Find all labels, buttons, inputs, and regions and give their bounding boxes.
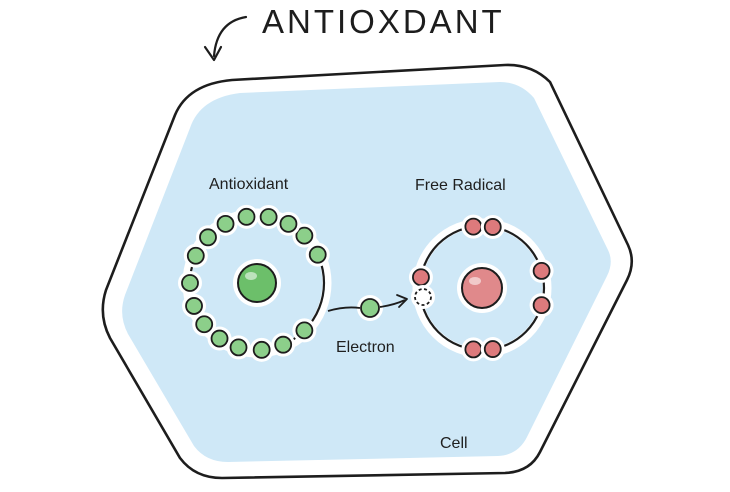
antioxidant-electron-7 [199, 228, 217, 247]
radical-electron-7 [412, 268, 430, 287]
antioxidant-electrons [178, 204, 330, 362]
title-arrow-icon [212, 15, 248, 58]
transfer-line-right [379, 299, 406, 308]
antioxidant-nucleus-shine [245, 272, 257, 280]
antioxidant-electron-11 [195, 315, 214, 334]
radical-electron-1 [464, 217, 483, 236]
antioxidant-nucleus [237, 263, 277, 303]
transfer-arrow-icon [396, 294, 408, 308]
antioxidant-electron-6 [216, 214, 235, 233]
radical-nucleus [461, 267, 503, 309]
antioxidant-electron-10 [185, 297, 203, 315]
antioxidant-label: Antioxidant [209, 176, 289, 193]
antioxidant-electron-13 [229, 338, 248, 357]
antioxidant-electron-1 [308, 245, 327, 264]
electron-label: Electron [336, 339, 395, 356]
electron-transfer [327, 294, 408, 321]
antioxidant-electron-3 [279, 214, 298, 233]
radical-electron-4 [483, 340, 502, 358]
transfer-line-left [327, 306, 361, 312]
radical-electrons [408, 214, 554, 362]
antioxidant-electron-9 [181, 274, 199, 292]
antioxidant-electron-2 [295, 226, 314, 245]
antioxidant-electron-16 [295, 321, 314, 340]
free-radical-molecule [408, 214, 554, 362]
radical-electron-5 [532, 262, 551, 280]
antioxidant-electron-15 [274, 335, 293, 354]
antioxidant-molecule [178, 204, 332, 362]
antioxidant-electron-5 [237, 207, 256, 226]
radical-nucleus-shine [469, 277, 481, 285]
antioxidant-electron-12 [210, 329, 229, 348]
cell-label: Cell [440, 435, 468, 452]
free-radical-label: Free Radical [415, 177, 506, 194]
cell-cytoplasm [122, 82, 611, 462]
missing-electron-slot [414, 288, 432, 306]
radical-electron-6 [532, 296, 551, 314]
diagram-title: ANTIOXDANT [262, 3, 505, 40]
antioxidant-electron-14 [252, 340, 271, 359]
antioxidant-electron-8 [186, 246, 205, 265]
title-arrow-head-icon [203, 45, 223, 62]
radical-electron-2 [483, 218, 502, 236]
antioxidant-electron-4 [259, 208, 278, 226]
radical-electron-3 [464, 340, 483, 359]
electron [360, 298, 380, 318]
